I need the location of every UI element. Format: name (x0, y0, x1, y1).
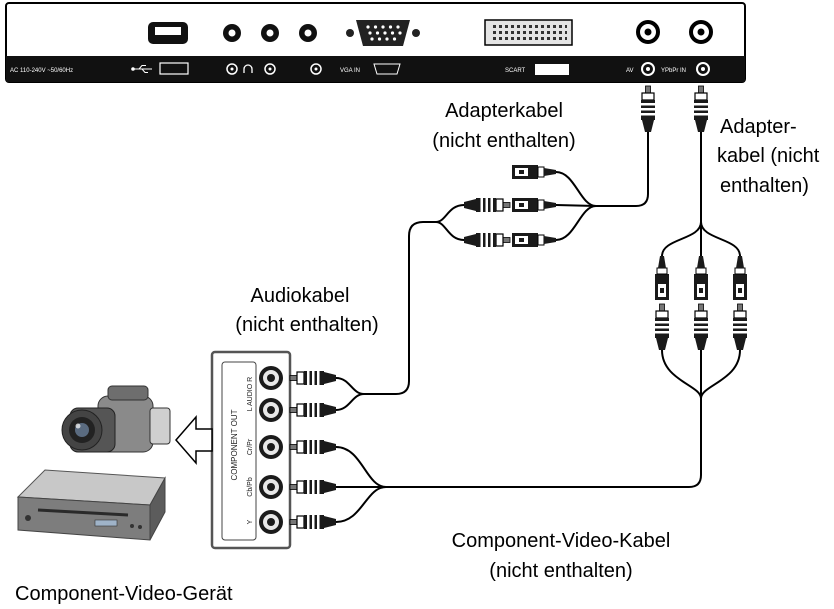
adapter-socket-right-1 (654, 255, 670, 301)
audio-cable-bottom-branch-2 (335, 393, 365, 411)
component-cable-trunk (385, 397, 702, 488)
panel-jack-audio-r (259, 398, 283, 422)
component-plug-panel-cr (289, 439, 337, 455)
dvd-player-icon (16, 469, 166, 541)
component-cable-top-branch-1 (661, 349, 702, 399)
audio-cable-label-1: Audiokabel (251, 285, 350, 307)
panel-jack-cr (259, 435, 283, 459)
av-strip-marker (641, 62, 655, 76)
audio-cable-top-branch-2 (435, 221, 465, 241)
scart-port (484, 19, 573, 46)
panel-audio-label: L AUDIO R (247, 377, 254, 411)
component-plug-top-3 (732, 303, 748, 351)
vga-strip-icon (373, 63, 401, 75)
tv-back-panel: AC 110-240V ~50/60Hz VGA IN SCART AV YPb… (5, 2, 746, 83)
adapter-socket-right-2 (693, 255, 709, 301)
audio-cable-bottom-branch-1 (335, 377, 365, 395)
component-cable-top-branch-3 (700, 349, 741, 399)
adapter-socket-left-2 (511, 197, 557, 213)
panel-label-frame (221, 361, 257, 541)
component-cable-label-2: (nicht enthalten) (489, 560, 632, 582)
adapter-cable-left-label-1: Adapterkabel (445, 100, 563, 122)
component-plug-panel-y (289, 514, 337, 530)
adapter-cable-right-label-3: enthalten) (720, 175, 809, 197)
audio-plug-top-1 (463, 197, 511, 213)
adapter-cable-left-branch-1 (555, 171, 597, 207)
audio-jack-2 (261, 24, 279, 42)
tv-ypbpr-plug (693, 85, 709, 133)
audio-cable-top-branch-1 (435, 204, 465, 223)
component-out-panel: COMPONENT OUT L AUDIO R Cr/Pr Cb/Pb Y (210, 350, 292, 550)
adapter-cable-left-branch-2 (555, 204, 597, 207)
audio-jack-1 (223, 24, 241, 42)
tv-av-plug (640, 85, 656, 133)
ypbpr-strip-marker (696, 62, 710, 76)
usb-port (148, 22, 188, 44)
adapter-cable-left-trunk (595, 131, 649, 207)
scart-label: SCART (505, 68, 526, 74)
av-rca-jack (636, 20, 660, 44)
device-label: Component-Video-Gerät (15, 583, 233, 605)
audio-cable-trunk (363, 221, 437, 395)
camcorder-icon (61, 385, 171, 453)
scart-strip-marker (535, 64, 569, 75)
adapter-cable-right-label-2: kabel (nicht (717, 145, 820, 167)
component-cable-label-1: Component-Video-Kabel (452, 530, 671, 552)
adapter-cable-left-branch-3 (555, 205, 597, 241)
ypbpr-rca-jack (689, 20, 713, 44)
strip-jack-marker-1 (226, 63, 238, 75)
adapter-cable-left-label-2: (nicht enthalten) (432, 130, 575, 152)
audio-plug-panel-l (289, 370, 337, 386)
component-plug-panel-cb (289, 479, 337, 495)
panel-title: COMPONENT OUT (230, 409, 239, 480)
panel-jack-y (259, 510, 283, 534)
strip-jack-marker-3 (310, 63, 322, 75)
panel-jack-cb (259, 475, 283, 499)
power-label: AC 110-240V ~50/60Hz (10, 68, 73, 74)
component-plug-top-1 (654, 303, 670, 351)
adapter-socket-left-1 (511, 164, 557, 180)
usb-strip-marker (159, 62, 189, 75)
audio-plug-top-2 (463, 232, 511, 248)
usb-icon (131, 65, 152, 73)
audio-plug-panel-r (289, 402, 337, 418)
adapter-socket-right-3 (732, 255, 748, 301)
arrow-left-icon (175, 414, 213, 466)
vga-label: VGA IN (340, 68, 360, 74)
component-cable-bottom-branch-1 (335, 446, 387, 488)
audio-jack-3 (299, 24, 317, 42)
vga-port (346, 20, 420, 46)
panel-cr-label: Cr/Pr (247, 438, 254, 455)
adapter-cable-right-branch-1 (661, 221, 702, 257)
panel-y-label: Y (247, 519, 254, 524)
ypbpr-label: YPbPr IN (661, 68, 686, 74)
component-plug-top-2 (693, 303, 709, 351)
adapter-socket-left-3 (511, 232, 557, 248)
audio-cable-label-2: (nicht enthalten) (235, 314, 378, 336)
av-label: AV (626, 68, 634, 74)
panel-jack-audio-l (259, 366, 283, 390)
headphone-icon (243, 64, 253, 73)
panel-cb-label: Cb/Pb (247, 477, 254, 497)
adapter-cable-right-label-1: Adapter- (720, 116, 797, 138)
strip-jack-marker-2 (264, 63, 276, 75)
component-cable-bottom-branch-3 (335, 486, 387, 523)
adapter-cable-right-branch-3 (700, 221, 741, 257)
